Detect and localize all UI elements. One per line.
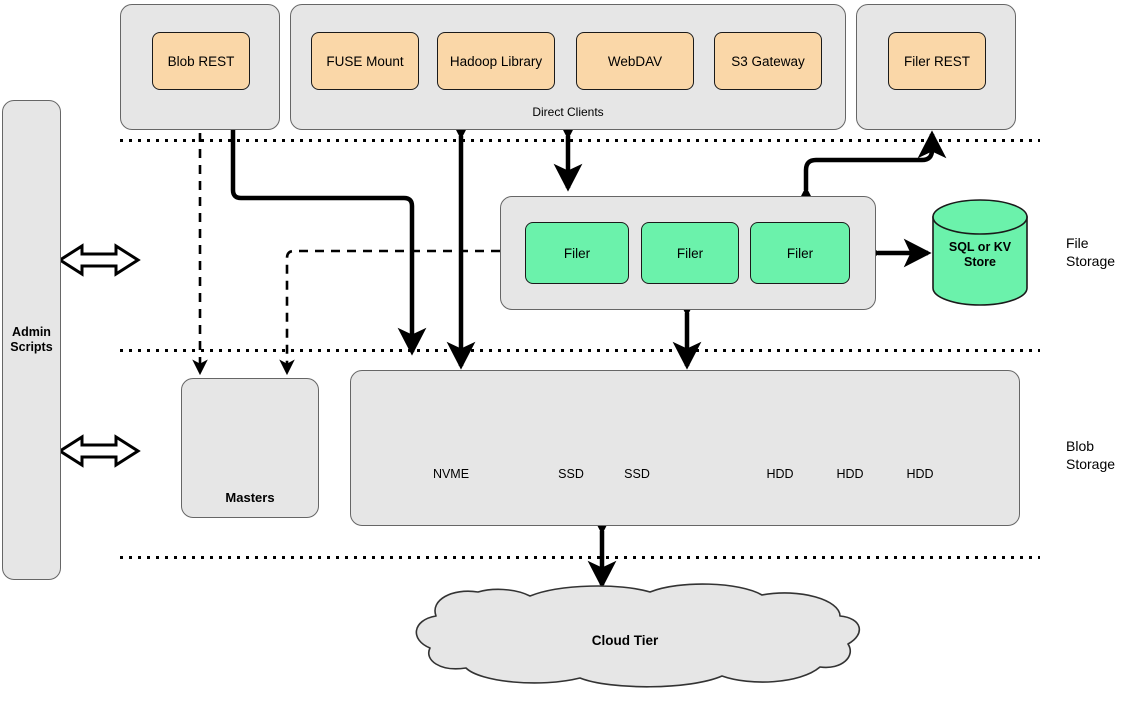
direct-clients-caption: Direct Clients: [291, 105, 845, 119]
filer-node-2[interactable]: Filer: [641, 222, 739, 284]
client-webdav[interactable]: WebDAV: [576, 32, 694, 90]
filer-rest-group: Filer REST: [856, 4, 1016, 130]
client-blob-rest[interactable]: Blob REST: [152, 32, 250, 90]
tier-label-file-line2: Storage: [1066, 253, 1116, 269]
connector-filer-masters: [279, 249, 500, 376]
tier-label-blob-storage: Blob Storage: [1066, 437, 1121, 473]
tier-label-file-line1: File: [1066, 235, 1089, 251]
admin-arrow-file: [57, 243, 141, 277]
admin-connectors: [57, 243, 141, 468]
client-filer-rest[interactable]: Filer REST: [888, 32, 986, 90]
client-hadoop-library-label: Hadoop Library: [449, 53, 543, 69]
filer-node-3-label: Filer: [786, 245, 814, 261]
client-s3-gateway-label: S3 Gateway: [731, 53, 805, 69]
client-s3-gateway[interactable]: S3 Gateway: [714, 32, 822, 90]
client-filer-rest-label: Filer REST: [903, 53, 970, 69]
admin-arrow-blob: [57, 434, 141, 468]
client-fuse-mount-label: FUSE Mount: [326, 53, 404, 69]
volume-servers-group: [350, 370, 1020, 526]
masters-label-text: Masters: [225, 490, 275, 505]
metadata-store-cylinder: [932, 199, 1028, 306]
masters-label: Masters: [182, 490, 318, 505]
connector-blobrest-volumes: [230, 128, 427, 356]
filer-node-1[interactable]: Filer: [525, 222, 629, 284]
direct-clients-group: FUSE Mount Hadoop Library WebDAV S3 Gate…: [290, 4, 846, 130]
admin-scripts-panel[interactable]: Admin Scripts: [2, 100, 61, 580]
filer-node-2-label: Filer: [676, 245, 704, 261]
admin-label-line1: Admin: [12, 325, 51, 339]
tier-label-file-storage: File Storage: [1066, 234, 1121, 270]
admin-label-line2: Scripts: [10, 340, 53, 354]
client-blob-rest-label: Blob REST: [167, 53, 235, 69]
admin-scripts-label: Admin Scripts: [10, 325, 52, 355]
tier-label-blob-line1: Blob: [1066, 438, 1095, 454]
client-hadoop-library[interactable]: Hadoop Library: [437, 32, 555, 90]
blob-rest-group: Blob REST: [120, 4, 280, 130]
tier-label-blob-line2: Storage: [1066, 456, 1116, 472]
filer-cluster-group: Filer Filer Filer: [500, 196, 876, 310]
direct-clients-caption-text: Direct Clients: [532, 105, 604, 119]
filer-node-3[interactable]: Filer: [750, 222, 850, 284]
client-webdav-label: WebDAV: [607, 53, 663, 69]
filer-node-1-label: Filer: [563, 245, 591, 261]
client-fuse-mount[interactable]: FUSE Mount: [311, 32, 419, 90]
masters-group[interactable]: Masters: [181, 378, 319, 518]
connector-filerrest-filer: [791, 130, 947, 215]
cloud-tier-shape: [415, 583, 860, 688]
